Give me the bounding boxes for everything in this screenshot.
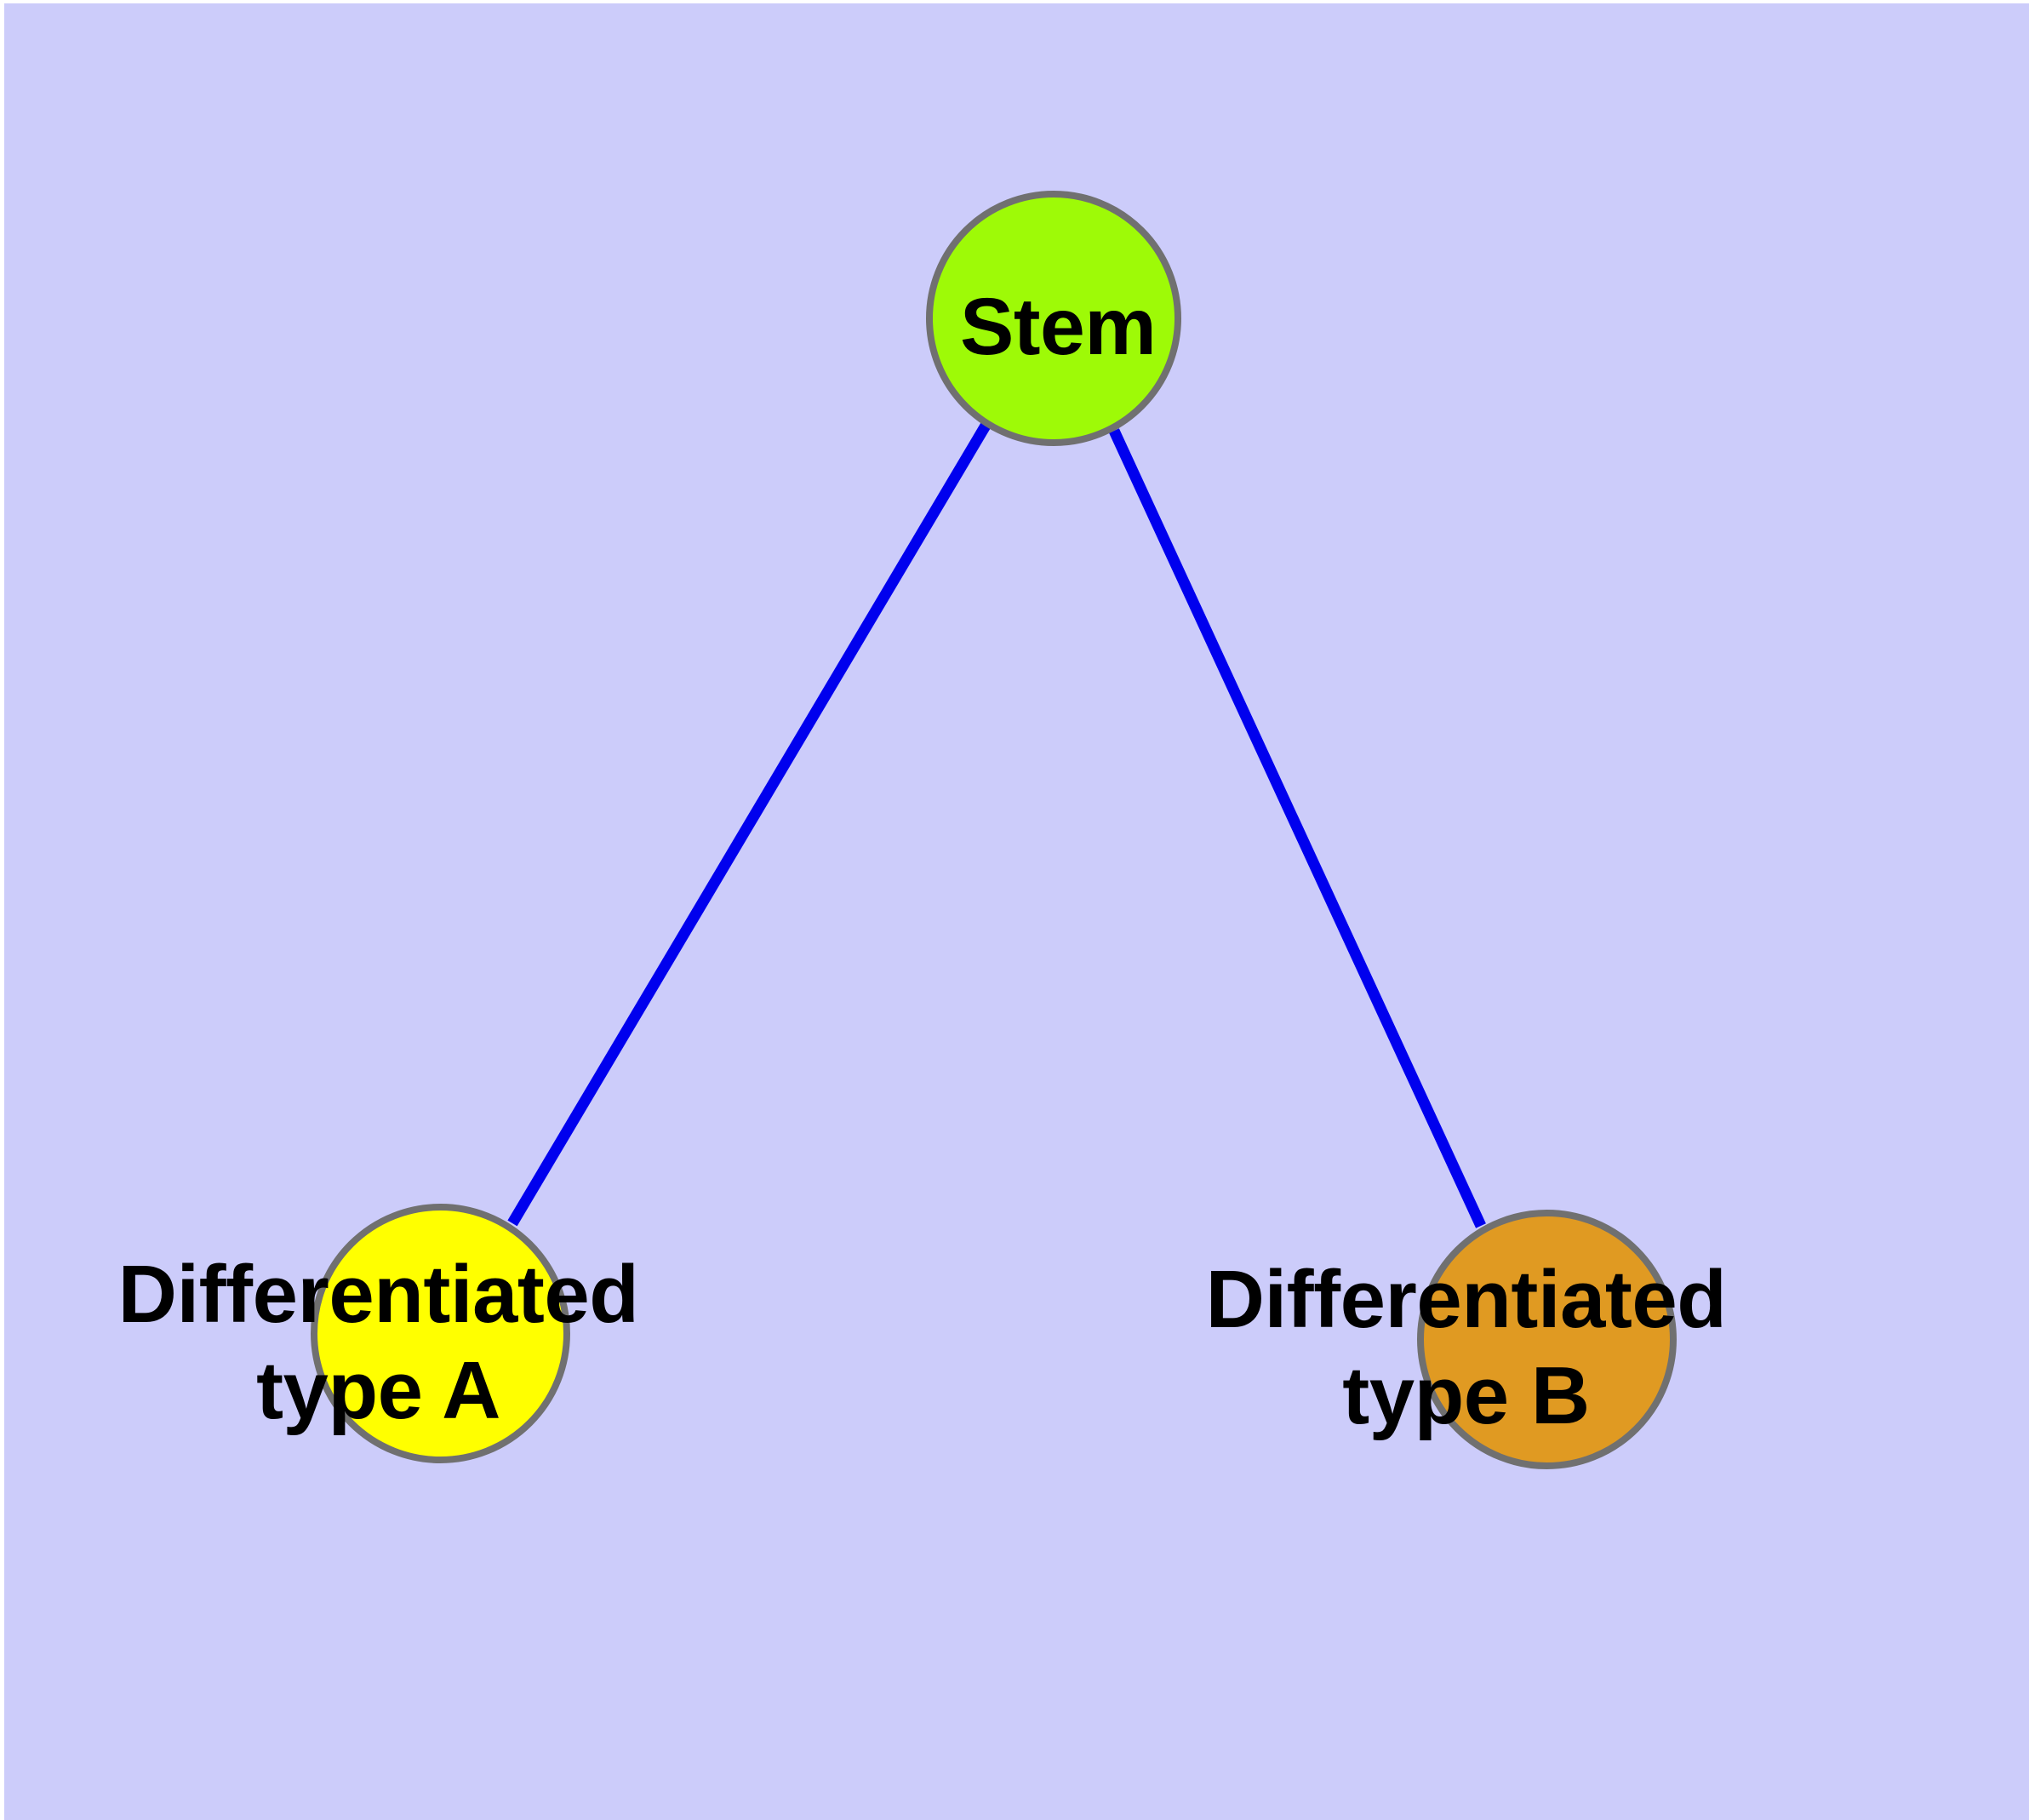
node-differentiated-type-b[interactable]	[1417, 1210, 1677, 1469]
node-label-stem: Stem	[960, 282, 1157, 372]
node-label-line-2: type A	[256, 1345, 500, 1437]
node-label-line-2: type B	[1342, 1350, 1590, 1442]
node-label-line-1: Differentiated	[1205, 1254, 1727, 1345]
node-stem[interactable]	[926, 191, 1181, 446]
node-label-line-1: Differentiated	[117, 1249, 639, 1340]
node-differentiated-type-a[interactable]	[311, 1204, 570, 1463]
